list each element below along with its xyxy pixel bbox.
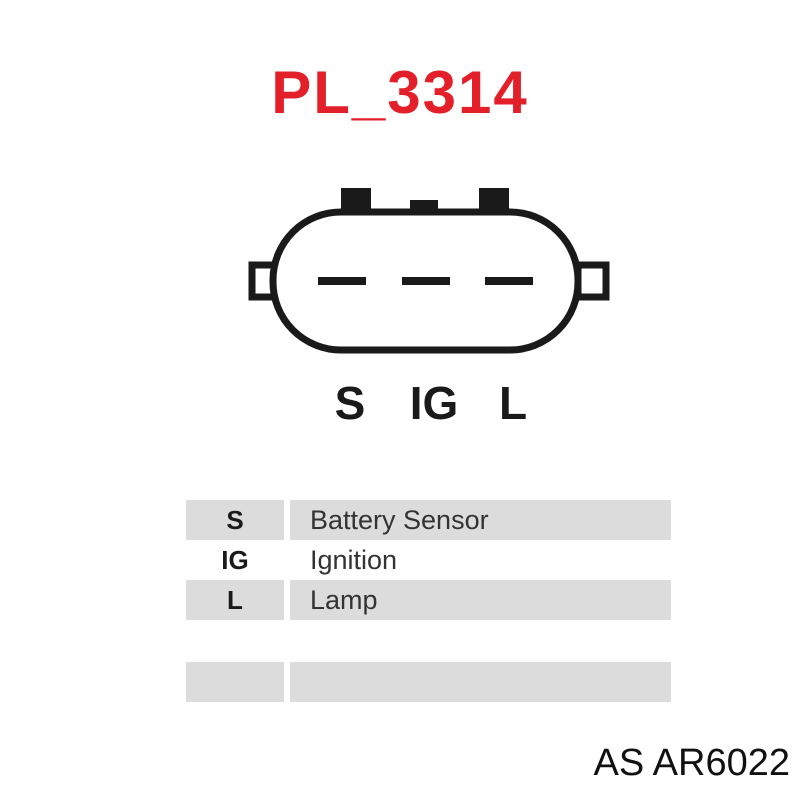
pin-description-table: S Battery Sensor IG Ignition L Lamp <box>186 500 671 702</box>
pin-description-cell: Ignition <box>310 544 398 575</box>
part-reference: AS AR6022 <box>593 742 790 784</box>
pin-label-ig: IG <box>409 377 459 429</box>
pin-label-s: S <box>334 377 366 429</box>
pin-label-l: L <box>498 377 528 429</box>
table-row: S Battery Sensor <box>186 500 671 540</box>
pin-code-cell: L <box>186 580 284 620</box>
pin-code-cell <box>186 662 284 702</box>
pin-description-cell <box>290 662 671 702</box>
pin-slot-l <box>485 277 533 285</box>
pin-code-cell: IG <box>221 544 249 575</box>
pin-slot-s <box>318 277 366 285</box>
pin-description-cell: Lamp <box>290 580 671 620</box>
connector-title: PL_3314 <box>271 59 529 126</box>
table-row-blank <box>186 662 671 702</box>
connector-side-ear-right <box>574 261 610 301</box>
pin-label-row: S IG L <box>0 378 800 428</box>
table-row: L Lamp <box>186 580 671 620</box>
table-row: IG Ignition <box>186 540 671 580</box>
pin-slot-ig <box>402 277 450 285</box>
pin-description-cell: Battery Sensor <box>290 500 671 540</box>
pin-code-cell: S <box>186 500 284 540</box>
